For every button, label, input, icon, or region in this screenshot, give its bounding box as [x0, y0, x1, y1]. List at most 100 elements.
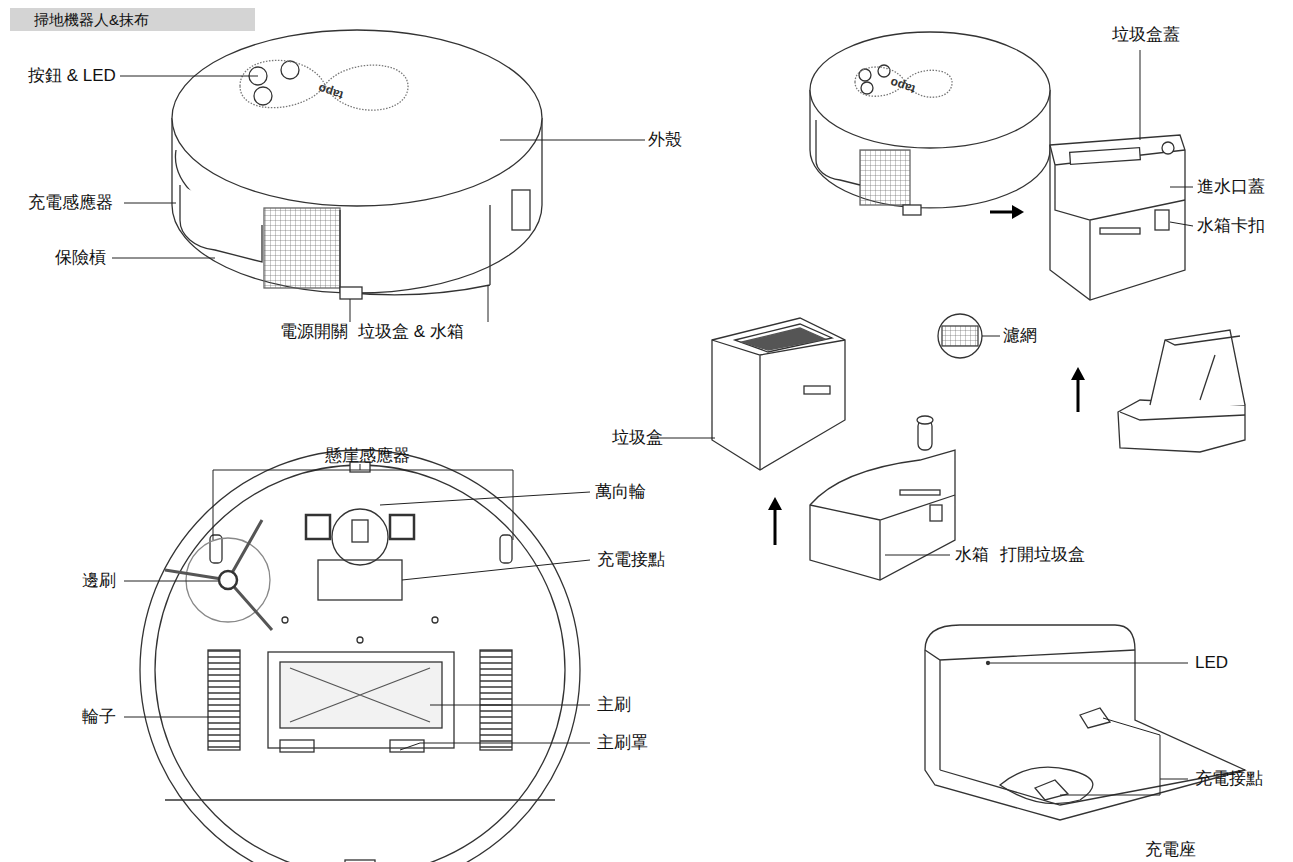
part-label: 打開垃圾盒 [1000, 545, 1085, 565]
drawing-shape [774, 508, 777, 545]
drawing-shape [1035, 780, 1068, 800]
drawing-shape [390, 515, 414, 539]
drawing-shape [112, 258, 215, 259]
drawing-shape [1100, 228, 1140, 234]
drawing-shape [208, 650, 240, 750]
drawing-shape [352, 520, 368, 542]
robot-top-view [172, 30, 542, 299]
drawing-shape [213, 464, 513, 540]
bin-and-tank [1050, 135, 1185, 300]
drawing-shape [124, 581, 218, 582]
drawing-shape [1165, 336, 1240, 400]
drawing-shape [1012, 205, 1024, 219]
drawing-shape [165, 520, 272, 630]
drawing-shape [990, 211, 1014, 214]
drawing-shape [1000, 767, 1093, 804]
drawing-shape [500, 140, 645, 141]
drawing-shape [254, 87, 272, 105]
drawing-shape [340, 287, 362, 299]
drawing-shape [942, 326, 978, 346]
part-label: 濾網 [1003, 326, 1037, 346]
drawing-shape [380, 492, 590, 505]
drawing-shape [712, 340, 845, 470]
drawing-shape [1118, 400, 1245, 452]
drawing-shape [400, 743, 590, 750]
part-label: 外殼 [648, 130, 682, 150]
drawing-shape [712, 318, 845, 470]
drawing-shape [165, 799, 555, 800]
drawing-shape [735, 324, 832, 352]
part-label: 垃圾盒 & 水箱 [358, 322, 464, 342]
part-label: 充電接點 [1195, 769, 1263, 789]
drawing-shape [264, 208, 340, 288]
drawing-shape [306, 515, 330, 539]
drawing-shape [1162, 142, 1174, 154]
drawing-shape [318, 560, 402, 600]
drawing-shape [1077, 378, 1080, 412]
drawing-shape [1170, 222, 1193, 226]
drawing-shape [402, 560, 590, 580]
drawing-shape [1071, 367, 1085, 380]
section-title: 掃地機器人&抹布 [10, 8, 255, 31]
drawing-shape [120, 76, 258, 77]
drawing-shape [925, 625, 1245, 820]
part-label: 充電感應器 [28, 193, 113, 213]
drawing-shape [124, 717, 208, 718]
drawing-shape [810, 32, 1050, 148]
part-label: 按鈕 & LED [28, 66, 116, 86]
drawing-shape [172, 30, 542, 206]
drawing-shape [861, 82, 873, 94]
drawing-shape [1050, 135, 1185, 300]
part-label: 水箱 [955, 545, 989, 565]
drawing-shape [390, 740, 424, 752]
part-label: 水箱卡扣 [1197, 216, 1265, 236]
drawing-shape [987, 662, 990, 665]
drawing-shape [885, 555, 950, 556]
part-label: 懸崖感應器 [325, 446, 410, 466]
drawing-shape [804, 386, 830, 394]
drawing-shape [938, 314, 982, 358]
drawing-shape [742, 328, 825, 350]
drawing-shape [480, 650, 512, 750]
drawing-shape [280, 662, 442, 728]
drawing-shape [1070, 148, 1141, 165]
drawing-shape [512, 190, 530, 230]
drawing-shape [810, 495, 955, 580]
drawing-shape [1060, 718, 1188, 795]
drawing-shape [1050, 145, 1185, 300]
drawing-shape [332, 509, 388, 565]
drawing-shape [350, 299, 351, 322]
drawing-shape [1170, 187, 1193, 188]
drawing-shape [990, 663, 1188, 664]
drawing-shape [140, 450, 580, 862]
part-label: 保險槓 [55, 248, 106, 268]
drawing-shape [357, 637, 363, 643]
drawing-shape [1155, 210, 1169, 230]
robot-without-bin [810, 32, 1050, 219]
drawing-shape [982, 336, 1000, 337]
part-label: 充電座 [1145, 840, 1196, 860]
part-label: 進水口蓋 [1197, 177, 1265, 197]
part-label: 充電接點 [597, 550, 665, 570]
part-label: 邊刷 [82, 571, 116, 591]
drawing-shape [430, 705, 590, 706]
part-label: 萬向輪 [595, 482, 646, 502]
robot-bottom-view [140, 450, 580, 862]
drawing-shape [186, 538, 270, 622]
drawing-shape [900, 490, 940, 495]
drawing-shape [268, 652, 454, 748]
drawing-shape [903, 205, 921, 215]
water-tank [810, 416, 955, 580]
drawing-shape [1120, 412, 1245, 420]
drawing-shape [282, 617, 288, 623]
part-label: 垃圾盒蓋 [1112, 25, 1180, 45]
part-label: 電源開關 [280, 322, 348, 342]
charging-dock [925, 625, 1245, 820]
drawing-shape [345, 860, 375, 862]
drawing-shape [180, 185, 262, 262]
drawing-shape [810, 450, 955, 580]
drawing-shape [917, 416, 933, 424]
drawing-shape [155, 465, 565, 862]
part-label: 主刷 [597, 695, 631, 715]
